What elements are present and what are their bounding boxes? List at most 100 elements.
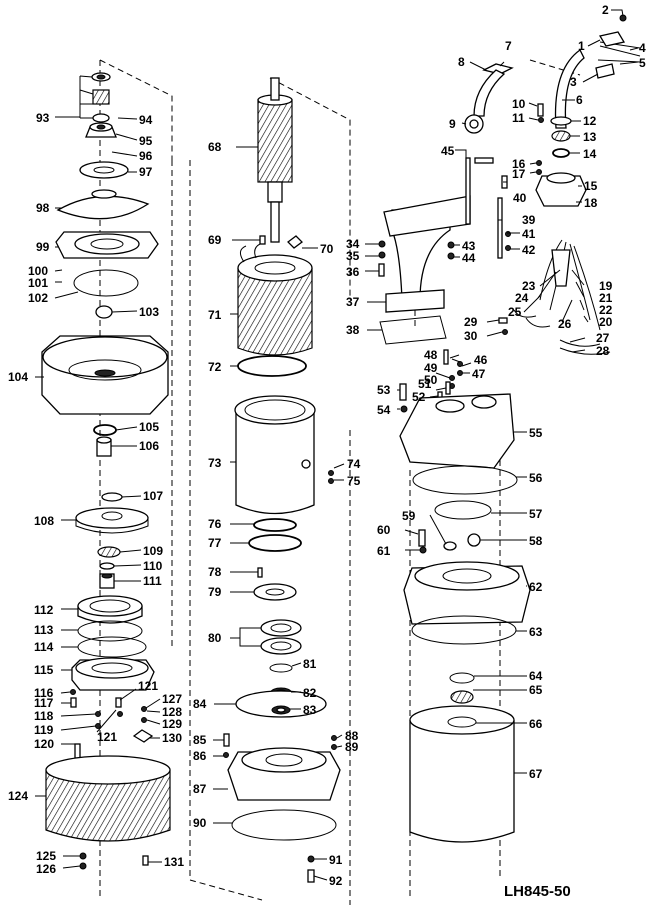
- callout-19: 19: [599, 279, 613, 293]
- callout-119: 119: [34, 723, 54, 737]
- callout-91: 91: [329, 853, 343, 867]
- callout-90: 90: [193, 816, 207, 830]
- callout-93: 93: [36, 111, 50, 125]
- callout-130: 130: [162, 731, 182, 745]
- callout-26: 26: [558, 317, 572, 331]
- callout-75: 75: [347, 474, 361, 488]
- callout-29: 29: [464, 315, 478, 329]
- callout-7: 7: [505, 39, 512, 53]
- callout-84: 84: [193, 697, 207, 711]
- callout-57: 57: [529, 507, 543, 521]
- callout-39: 39: [522, 213, 536, 227]
- callout-55: 55: [529, 426, 543, 440]
- callout-104: 104: [8, 370, 28, 384]
- callout-92: 92: [329, 874, 343, 888]
- callout-3: 3: [570, 75, 577, 89]
- callout-17: 17: [512, 167, 526, 181]
- callout-115: 115: [34, 663, 54, 677]
- callout-1: 1: [578, 39, 585, 53]
- callout-50: 50: [424, 373, 438, 387]
- callout-13: 13: [583, 130, 597, 144]
- callout-12: 12: [583, 114, 597, 128]
- callout-23: 23: [522, 279, 536, 293]
- callout-102: 102: [28, 291, 48, 305]
- callout-22: 22: [599, 303, 613, 317]
- callout-28: 28: [596, 344, 610, 358]
- callout-40: 40: [513, 191, 527, 205]
- callout-58: 58: [529, 534, 543, 548]
- callout-27: 27: [596, 331, 610, 345]
- callout-60: 60: [377, 523, 391, 537]
- callout-34: 34: [346, 237, 360, 251]
- callout-94: 94: [139, 113, 153, 127]
- callout-111: 111: [143, 574, 162, 588]
- callout-83: 83: [303, 703, 317, 717]
- callout-118: 118: [34, 709, 54, 723]
- callout-105: 105: [139, 420, 159, 434]
- callout-95: 95: [139, 134, 153, 148]
- callout-109: 109: [143, 544, 163, 558]
- callout-85: 85: [193, 733, 207, 747]
- callout-108: 108: [34, 514, 54, 528]
- callout-64: 64: [529, 669, 543, 683]
- callout-96: 96: [139, 149, 153, 163]
- callout-66: 66: [529, 717, 543, 731]
- callout-2: 2: [602, 3, 609, 17]
- callout-63: 63: [529, 625, 543, 639]
- callout-15: 15: [584, 179, 598, 193]
- callout-54: 54: [377, 403, 391, 417]
- callout-131: 131: [164, 855, 184, 869]
- callout-70: 70: [320, 242, 334, 256]
- callout-88: 88: [345, 729, 359, 743]
- callout-14: 14: [583, 147, 597, 161]
- callout-125: 125: [36, 849, 56, 863]
- callout-89: 89: [345, 740, 359, 754]
- callout-16: 16: [512, 157, 526, 171]
- callout-121b: 121: [97, 730, 117, 744]
- callout-45: 45: [441, 144, 455, 158]
- callout-30: 30: [464, 329, 478, 343]
- callout-51: 51: [418, 377, 432, 391]
- callout-4: 4: [639, 41, 646, 55]
- callout-8: 8: [458, 55, 465, 69]
- callout-128: 128: [162, 705, 182, 719]
- callout-49: 49: [424, 361, 438, 375]
- callout-36: 36: [346, 265, 360, 279]
- callout-67: 67: [529, 767, 543, 781]
- callout-82: 82: [303, 686, 317, 700]
- callout-74: 74: [347, 457, 361, 471]
- callout-116: 116: [34, 686, 54, 700]
- callout-97: 97: [139, 165, 153, 179]
- callout-38: 38: [346, 323, 360, 337]
- middle-column-parts: [223, 77, 341, 883]
- callout-78: 78: [208, 565, 222, 579]
- callout-11: 11: [512, 111, 525, 125]
- callout-87: 87: [193, 782, 207, 796]
- callout-5: 5: [639, 56, 646, 70]
- callout-113: 113: [34, 623, 54, 637]
- callout-25: 25: [508, 305, 522, 319]
- callout-10: 10: [512, 97, 526, 111]
- callout-107: 107: [143, 489, 163, 503]
- callout-59: 59: [402, 509, 416, 523]
- callout-98: 98: [36, 201, 50, 215]
- right-column-parts: [378, 14, 641, 843]
- callout-9: 9: [449, 117, 456, 131]
- callout-65: 65: [529, 683, 543, 697]
- callout-48: 48: [424, 348, 438, 362]
- callout-126: 126: [36, 862, 56, 876]
- callout-68: 68: [208, 140, 222, 154]
- callout-42: 42: [522, 243, 536, 257]
- callout-52: 52: [412, 390, 426, 404]
- callout-56: 56: [529, 471, 543, 485]
- callout-106: 106: [139, 439, 159, 453]
- callout-79: 79: [208, 585, 222, 599]
- callout-110: 110: [143, 559, 163, 573]
- callout-44: 44: [462, 251, 476, 265]
- callout-73: 73: [208, 456, 222, 470]
- callout-53: 53: [377, 383, 391, 397]
- callout-81: 81: [303, 657, 317, 671]
- callout-76: 76: [208, 517, 222, 531]
- callout-20: 20: [599, 315, 613, 329]
